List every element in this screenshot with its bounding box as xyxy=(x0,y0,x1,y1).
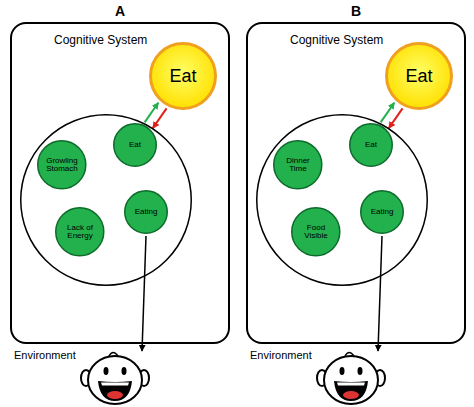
influence-arrow xyxy=(381,103,395,123)
concept-node: Eating xyxy=(124,190,168,234)
node-outline xyxy=(257,115,428,286)
smiley-face xyxy=(81,353,149,405)
node-label: Dinner Time xyxy=(279,157,317,174)
node-outline xyxy=(361,191,404,234)
node-outline xyxy=(56,208,104,256)
node-label: Eat xyxy=(405,66,432,87)
node-label: Eat xyxy=(365,141,377,149)
node-label: Eating xyxy=(135,208,158,216)
goal-node: Eat xyxy=(149,42,217,110)
node-outline xyxy=(21,115,192,286)
panel-heading: Cognitive System xyxy=(290,34,383,48)
node-shape xyxy=(256,114,428,286)
panel-letter: A xyxy=(115,3,125,19)
node-outline xyxy=(125,191,168,234)
node-label: Lack of Energy xyxy=(61,224,99,241)
cognitive-system-panel: EatDinner Time EatFood Visible Eating Cogni… xyxy=(246,22,466,344)
node-outline xyxy=(38,141,86,189)
output-line xyxy=(142,236,146,351)
node-outline xyxy=(387,44,452,109)
concept-node: Eat xyxy=(349,123,393,167)
concept-node: Eat xyxy=(113,123,157,167)
cognitive-system-panel: EatGrowling Stomach EatLack of Energy Eati… xyxy=(10,22,230,344)
node-outline xyxy=(151,44,216,109)
node-outline xyxy=(350,124,393,167)
concept-node: Growling Stomach xyxy=(37,140,87,190)
node-shape xyxy=(20,114,192,286)
panel-letter: B xyxy=(351,3,361,19)
node-label: Growling Stomach xyxy=(43,157,81,174)
concept-node: Eating xyxy=(360,190,404,234)
concept-node: Food Visible xyxy=(291,207,341,257)
environment-label: Environment xyxy=(250,349,312,361)
goal-node: Eat xyxy=(385,42,453,110)
node-label: Food Visible xyxy=(297,224,335,241)
output-line xyxy=(378,236,382,351)
node-outline xyxy=(114,124,157,167)
panel-heading: Cognitive System xyxy=(54,34,147,48)
influence-arrow xyxy=(145,103,159,123)
concept-node: Lack of Energy xyxy=(55,207,105,257)
concept-node: Dinner Time xyxy=(273,140,323,190)
environment-label: Environment xyxy=(14,349,76,361)
node-outline xyxy=(274,141,322,189)
node-label: Eat xyxy=(169,66,196,87)
representation-circle: Dinner Time EatFood Visible Eating xyxy=(256,114,428,286)
node-outline xyxy=(292,208,340,256)
node-label: Eating xyxy=(371,208,394,216)
influence-arrow xyxy=(153,108,167,128)
representation-circle: Growling Stomach EatLack of Energy Eating xyxy=(20,114,192,286)
smiley-face xyxy=(317,353,385,405)
influence-arrow xyxy=(389,108,403,128)
node-label: Eat xyxy=(129,141,141,149)
